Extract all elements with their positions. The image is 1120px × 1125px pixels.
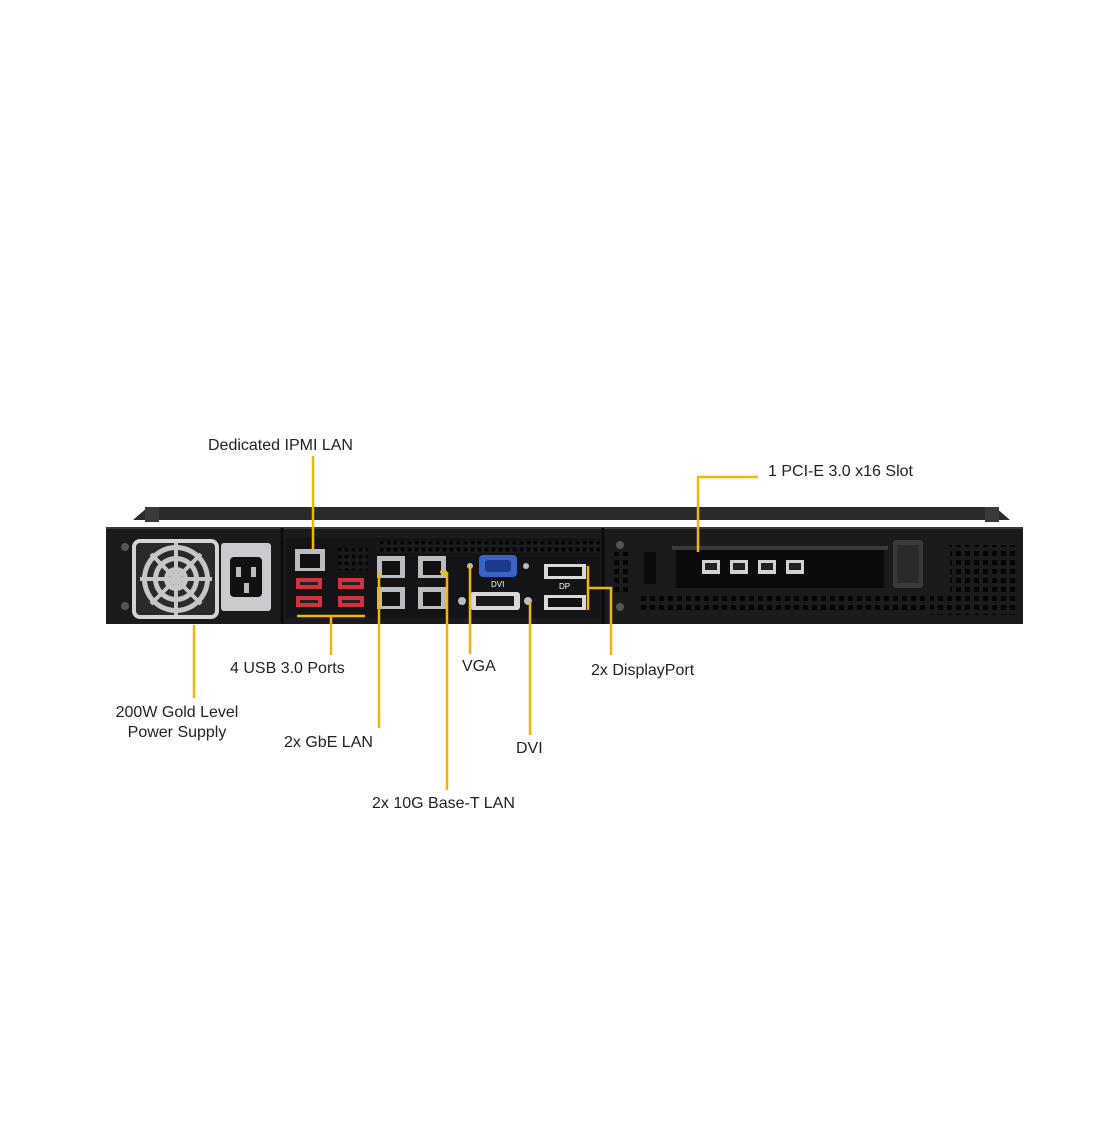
chassis-ear-right (985, 507, 999, 522)
label-psu: 200W Gold Level Power Supply (102, 703, 252, 743)
callout-pcie (696, 475, 758, 552)
psu-module (121, 539, 271, 619)
label-dvi: DVI (516, 740, 543, 757)
label-displayport: 2x DisplayPort (591, 662, 695, 679)
label-ipmi-lan: Dedicated IPMI LAN (208, 437, 353, 454)
chassis-top-lid (133, 507, 1010, 520)
pcie-area (612, 540, 1018, 615)
label-10g-lan: 2x 10G Base-T LAN (372, 795, 515, 812)
label-pcie-slot: 1 PCI-E 3.0 x16 Slot (768, 463, 913, 480)
label-gbe-lan: 2x GbE LAN (284, 734, 373, 751)
callout-lines (192, 456, 758, 790)
chassis-ear-left (145, 507, 159, 522)
label-psu-line2: Power Supply (127, 724, 227, 741)
dvi-panel-mark: DVI (491, 580, 504, 589)
label-usb-ports: 4 USB 3.0 Ports (230, 660, 345, 677)
dp-panel-mark: DP (559, 582, 570, 591)
callout-displayport-horiz (588, 586, 613, 655)
label-psu-line1: 200W Gold Level (115, 704, 239, 721)
io-shield: DVI DP (286, 538, 600, 618)
label-vga: VGA (462, 658, 496, 675)
